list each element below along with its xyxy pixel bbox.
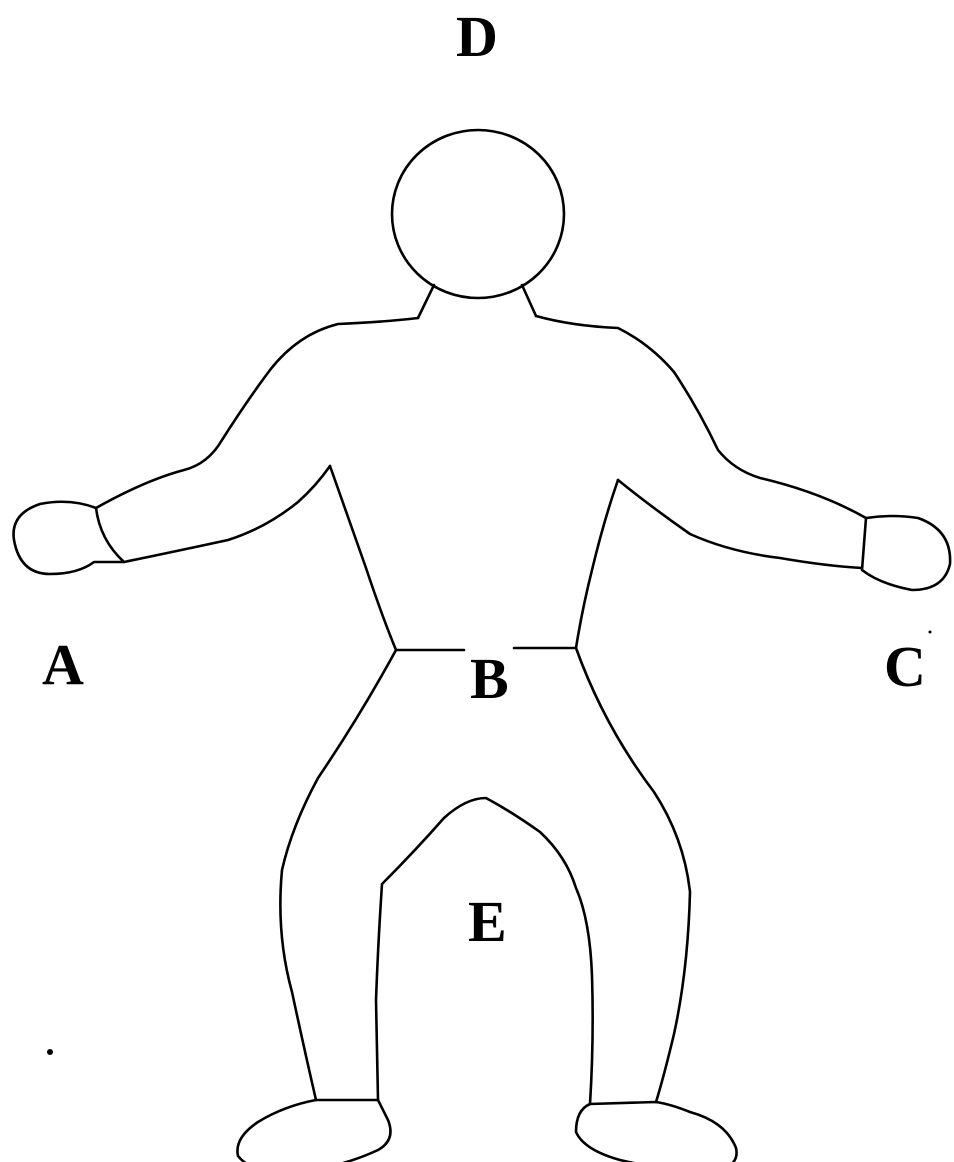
label-c: C — [884, 638, 926, 696]
scan-speck — [929, 631, 932, 634]
right-arm-lower-outline — [618, 480, 862, 568]
neck-right-outline — [522, 285, 536, 316]
head-outline — [392, 130, 564, 298]
label-e: E — [468, 893, 507, 951]
label-d: D — [456, 8, 498, 66]
label-a: A — [42, 636, 84, 694]
left-foot-outline — [237, 1100, 390, 1162]
scan-speck — [47, 1049, 53, 1055]
torso-right-outline — [576, 480, 618, 648]
right-arm-upper-outline — [536, 316, 866, 518]
right-foot-outline — [576, 1102, 737, 1162]
left-hand-outline — [14, 502, 124, 574]
left-arm-upper-outline — [96, 318, 418, 508]
torso-left-outline — [330, 466, 396, 650]
neck-left-outline — [418, 285, 434, 318]
left-leg-outer-outline — [280, 650, 396, 1100]
label-b: B — [470, 650, 509, 708]
right-hand-outline — [862, 516, 950, 590]
